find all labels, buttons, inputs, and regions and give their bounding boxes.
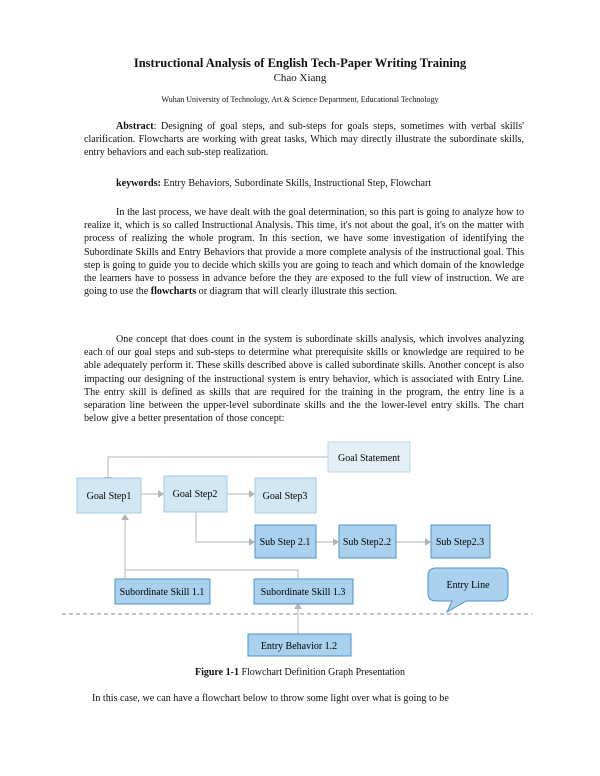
- figure-caption: Figure 1-1 Flowchart Definition Graph Pr…: [0, 667, 600, 678]
- node-sub-step-2-1: Sub Step 2.1: [254, 524, 317, 559]
- entry-line-callout: Entry Line: [427, 567, 509, 614]
- para1-text-a: In the last process, we have dealt with …: [84, 207, 524, 298]
- goal-step3-label: Goal Step3: [263, 491, 308, 502]
- flowcharts-bold: flowcharts: [150, 286, 197, 298]
- node-goal-statement: Goal Statement: [327, 441, 411, 473]
- node-subordinate-skill-1-3: Subordinate Skill 1.3: [253, 578, 354, 605]
- body-paragraph-1: In the last process, we have dealt with …: [84, 206, 524, 298]
- connector-step2-sub21: [195, 512, 254, 543]
- para3-text: In this case, we can have a flowchart be…: [92, 693, 449, 704]
- body-paragraph-2: One concept that does count in the syste…: [84, 333, 524, 425]
- connector-skill13-step1: [125, 569, 299, 579]
- node-goal-step2: Goal Step2: [163, 475, 228, 513]
- goal-step2-label: Goal Step2: [173, 489, 218, 500]
- subordinate-skill-1-1-label: Subordinate Skill 1.1: [120, 587, 205, 598]
- para1-text-b: or diagram that will clearly illustrate …: [196, 286, 398, 298]
- sub-step-2-1-label: Sub Step 2.1: [260, 537, 311, 548]
- para2-text: One concept that does count in the syste…: [84, 334, 524, 425]
- goal-statement-label: Goal Statement: [338, 453, 400, 464]
- connector-statement-step1: [107, 456, 328, 478]
- figure-caption-text: Flowchart Definition Graph Presentation: [238, 667, 406, 678]
- abstract-label: Abstract: [116, 121, 154, 132]
- entry-line-label: Entry Line: [446, 580, 490, 591]
- keywords-label: keywords:: [116, 178, 161, 189]
- figure-label: Figure 1-1: [194, 667, 239, 678]
- node-entry-behavior-1-2: Entry Behavior 1.2: [247, 633, 352, 657]
- paper-title: Instructional Analysis of English Tech-P…: [133, 56, 467, 70]
- abstract-text: : Designing of goal steps, and sub-steps…: [84, 121, 524, 159]
- entry-behavior-1-2-label: Entry Behavior 1.2: [261, 641, 337, 652]
- goal-step1-label: Goal Step1: [87, 491, 132, 502]
- body-paragraph-3: In this case, we can have a flowchart be…: [84, 692, 524, 705]
- author-name: Chao Xiang: [273, 72, 327, 84]
- affiliation: Wuhan University of Technology, Art & Sc…: [161, 95, 439, 104]
- node-goal-step1: Goal Step1: [76, 477, 142, 514]
- node-sub-step-2-3: Sub Step2.3: [430, 524, 491, 559]
- node-subordinate-skill-1-1: Subordinate Skill 1.1: [114, 578, 211, 605]
- keywords-text: Entry Behaviors, Subordinate Skills, Ins…: [160, 178, 432, 189]
- node-sub-step-2-2: Sub Step2.2: [338, 524, 397, 559]
- keywords-line: keywords: Entry Behaviors, Subordinate S…: [116, 178, 431, 189]
- sub-step-2-3-label: Sub Step2.3: [436, 537, 484, 548]
- subordinate-skill-1-3-label: Subordinate Skill 1.3: [261, 587, 346, 598]
- node-goal-step3: Goal Step3: [254, 477, 317, 514]
- abstract-paragraph: Abstract: Designing of goal steps, and s…: [84, 120, 524, 160]
- sub-step-2-2-label: Sub Step2.2: [343, 537, 391, 548]
